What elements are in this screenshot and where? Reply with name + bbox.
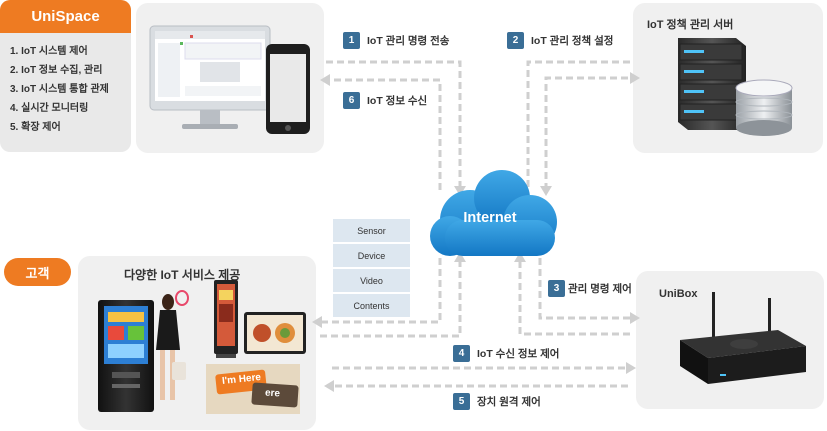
smartphone-icon [266, 44, 310, 134]
arrowhead [454, 252, 466, 262]
arrowhead [540, 186, 552, 196]
connector-arrowheads [312, 72, 640, 392]
step-label: IoT 관리 정책 설정 [531, 35, 614, 47]
step-number-badge: 1 [343, 32, 360, 49]
unibox-router-icon [680, 292, 806, 384]
step-number-badge: 4 [453, 345, 470, 362]
step-label: 장치 원격 제어 [477, 396, 541, 408]
customer-badge: 고객 [4, 258, 71, 286]
data-type-contents: Contents [333, 294, 410, 317]
step-label: IoT 수신 정보 제어 [477, 348, 560, 360]
connector-step-2b [544, 76, 630, 190]
step-1: 1 IoT 관리 명령 전송 [343, 32, 449, 49]
digital-signage-icon [214, 280, 238, 358]
step-number-badge: 2 [507, 32, 524, 49]
service-title: 다양한 IoT 서비스 제공 [124, 268, 241, 282]
server-title: IoT 정책 관리 서버 [647, 19, 734, 31]
arrowhead [454, 186, 466, 196]
unispace-panel: UniSpace 1. IoT 시스템 제어 2. IoT 정보 수집, 관리 … [0, 0, 131, 152]
unibox-title: UniBox [659, 288, 698, 300]
arrowhead [514, 252, 526, 262]
unispace-feature-item: 2. IoT 정보 수집, 관리 [10, 65, 103, 76]
connector-customer-b [320, 258, 462, 338]
unispace-title: UniSpace [0, 0, 131, 33]
person-figure-icon [156, 290, 189, 400]
step-6: 6 IoT 정보 수신 [343, 92, 427, 109]
arrowhead [312, 316, 322, 328]
arrowhead [626, 362, 636, 374]
unispace-feature-item: 3. IoT 시스템 통합 관제 [10, 84, 109, 95]
unispace-feature-item: 1. IoT 시스템 제어 [10, 46, 88, 57]
tablet-menu-icon [244, 312, 306, 354]
connector-step-3b [518, 260, 630, 336]
step-label: 관리 명령 제어 [568, 283, 632, 295]
server-icon [678, 38, 746, 130]
step-label: IoT 관리 명령 전송 [367, 35, 450, 47]
step-number-badge: 5 [453, 393, 470, 410]
step-2: 2 IoT 관리 정책 설정 [507, 32, 613, 49]
step-3: 3 관리 명령 제어 [548, 280, 632, 297]
arrowhead [630, 72, 640, 84]
internet-label: Internet [463, 210, 517, 226]
step-number-badge: 3 [548, 280, 565, 297]
unispace-feature-item: 5. 확장 제어 [10, 122, 61, 133]
data-type-sensor: Sensor [333, 219, 410, 242]
step-5: 5 장치 원격 제어 [453, 393, 541, 410]
unispace-feature-list: 1. IoT 시스템 제어 2. IoT 정보 수집, 관리 3. IoT 시스… [10, 42, 109, 137]
data-type-device: Device [333, 244, 410, 267]
kiosk-icon [98, 300, 154, 412]
internet-cloud-icon [430, 170, 557, 256]
arrowhead [630, 312, 640, 324]
connector-lines [320, 60, 632, 388]
connector-step-1 [326, 60, 462, 188]
connector-step-3 [538, 258, 632, 320]
unispace-feature-item: 4. 실시간 모니터링 [10, 103, 89, 114]
arrowhead [320, 74, 330, 86]
step-4: 4 IoT 수신 정보 제어 [453, 345, 559, 362]
connector-step-2 [526, 60, 630, 188]
monitor-icon [149, 25, 271, 129]
beacon-sign-image [206, 364, 300, 414]
data-type-video: Video [333, 269, 410, 292]
connector-customer [320, 258, 442, 324]
step-number-badge: 6 [343, 92, 360, 109]
arrowhead [324, 380, 334, 392]
step-label: IoT 정보 수신 [367, 95, 428, 107]
sign-text-here: ere [264, 387, 281, 400]
connector-step-6 [328, 78, 442, 190]
database-icon [735, 79, 793, 136]
